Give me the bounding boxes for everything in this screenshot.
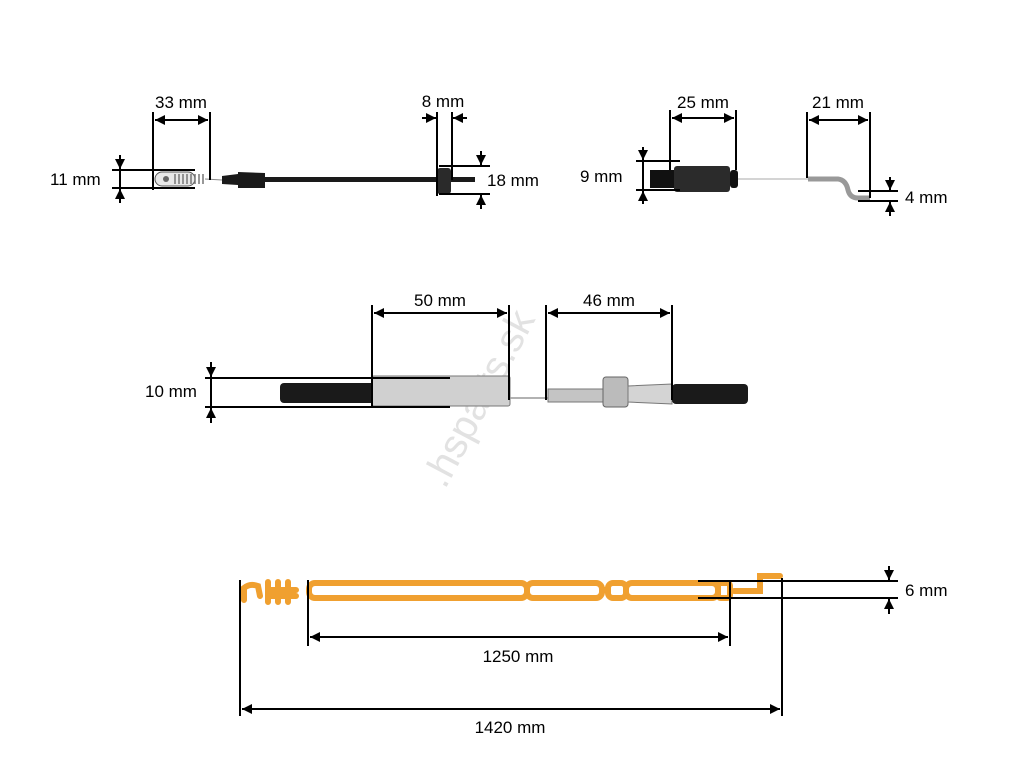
connector-end (650, 170, 674, 188)
cable-segment (524, 580, 605, 601)
connector-body (674, 166, 730, 192)
wire (204, 178, 223, 181)
dim-label-50mm: 50 mm (414, 291, 466, 310)
threaded-rod (547, 388, 607, 403)
dim-label-8mm: 8 mm (422, 92, 465, 111)
dim-label-33mm: 33 mm (155, 93, 207, 112)
dim-label-6mm: 6 mm (905, 581, 948, 600)
spring (174, 174, 204, 184)
cable-drawing (280, 375, 748, 408)
spring-hook (241, 581, 263, 603)
cable-schematic (241, 573, 783, 605)
z-hook (731, 573, 783, 594)
dim-label-18mm: 18 mm (487, 171, 539, 190)
part-bottom: 1250 mm 1420 mm 6 mm (239, 566, 948, 737)
end-fitting (627, 383, 673, 405)
cable-end (715, 580, 733, 601)
dim-label-21mm: 21 mm (812, 93, 864, 112)
dim-label-4mm: 4 mm (905, 188, 948, 207)
part-top-right: 25 mm 9 mm 21 mm 4 mm (580, 93, 948, 216)
z-hook (808, 176, 870, 201)
part-top-left: 33 mm 11 mm 8 mm 18 mm (50, 92, 539, 209)
dim-label-9mm: 9 mm (580, 167, 623, 186)
dim-label-11mm: 11 mm (50, 170, 101, 189)
cable-rod (265, 177, 475, 182)
dim-label-46mm: 46 mm (583, 291, 635, 310)
cable-jacket (672, 384, 748, 404)
cable-drawing (650, 166, 870, 201)
cable-sleeve (222, 172, 265, 188)
dim-label-10mm: 10 mm (145, 382, 197, 401)
ferrule (371, 375, 511, 407)
nut (602, 376, 629, 408)
part-middle: 50 mm 46 mm 10 mm (145, 291, 748, 423)
dim-label-1420mm: 1420 mm (475, 718, 546, 737)
dim-label-25mm: 25 mm (677, 93, 729, 112)
eyelet-hole (163, 176, 169, 182)
cable-segment (623, 580, 721, 601)
dim-label-1250mm: 1250 mm (483, 647, 554, 666)
cable-drawing (154, 168, 475, 194)
bracket (437, 168, 451, 194)
cable-segment (306, 580, 530, 601)
cable-jacket (280, 383, 375, 403)
spring (265, 579, 299, 605)
connector-cap (730, 170, 738, 188)
